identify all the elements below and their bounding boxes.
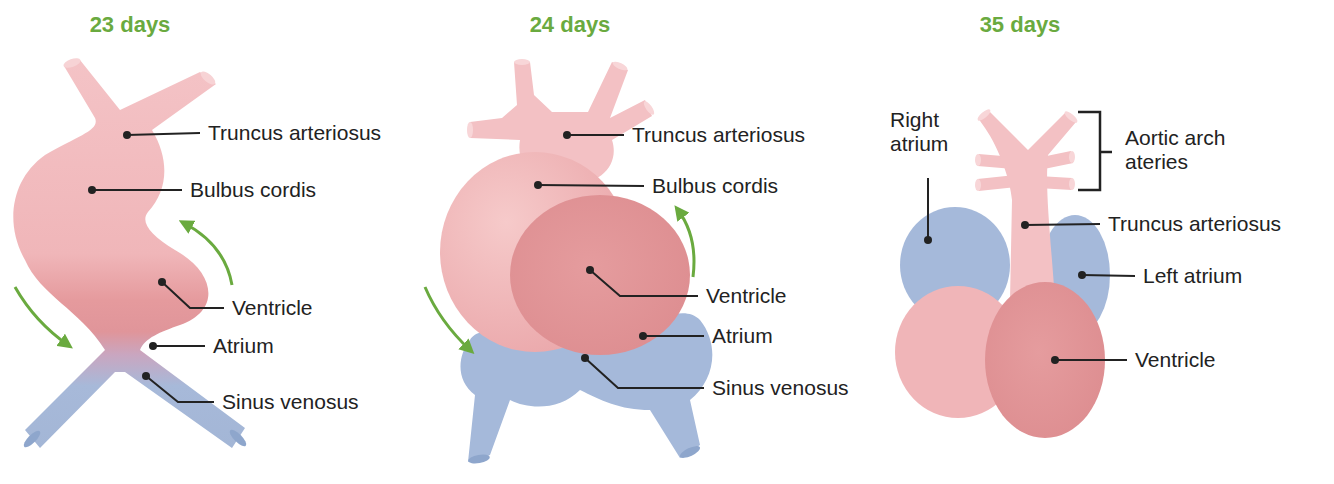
part-label: Sinus venosus (222, 390, 359, 414)
stage-heading: 35 days (980, 13, 1061, 37)
part-label: Left atrium (1143, 264, 1242, 288)
part-label: Atrium (213, 334, 274, 358)
part-label: Truncus arteriosus (208, 121, 381, 145)
heart-tube-23 (13, 56, 248, 449)
part-label: Truncus arteriosus (632, 123, 805, 147)
part-label: Aortic arch ateries (1125, 126, 1265, 174)
part-label: Sinus venosus (712, 376, 849, 400)
part-label: Truncus arteriosus (1108, 212, 1281, 236)
part-label: Right atrium (890, 108, 970, 156)
stage-heading: 24 days (530, 13, 611, 37)
heart-tube-24 (425, 59, 712, 465)
part-label: Ventricle (706, 284, 787, 308)
part-label: Ventricle (1135, 348, 1216, 372)
bracket (1078, 112, 1112, 190)
leader-dots (88, 131, 1086, 380)
part-label: Bulbus cordis (652, 174, 778, 198)
heart-35 (895, 108, 1112, 438)
stage-heading: 23 days (90, 13, 171, 37)
part-label: Atrium (712, 324, 773, 348)
part-label: Ventricle (232, 296, 313, 320)
part-label: Bulbus cordis (190, 178, 316, 202)
leader-lines (92, 133, 1135, 402)
